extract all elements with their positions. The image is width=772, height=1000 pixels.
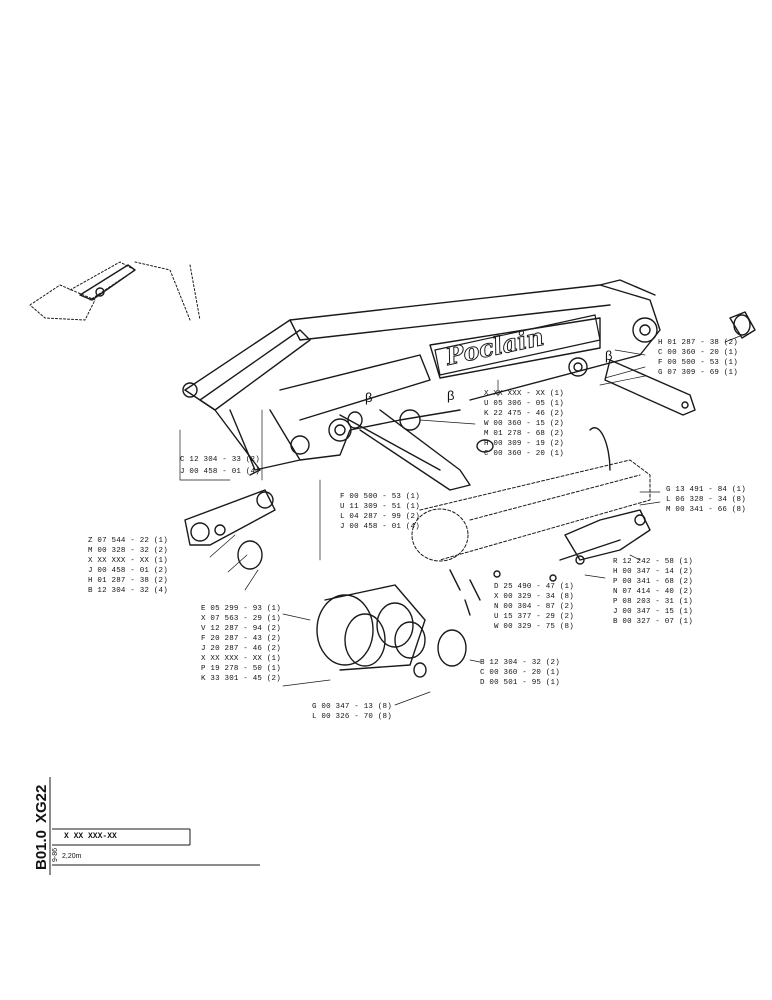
part-number-label: J 00 458 - 01 (4) — [180, 468, 260, 476]
part-number-label: L 06 328 - 34 (8) — [666, 496, 746, 504]
part-number-label: U 05 306 - 05 (1) — [484, 400, 564, 408]
part-number-label: X XX XXX - XX (1) — [88, 557, 168, 565]
part-number-label: J 00 458 - 01 (2) — [88, 567, 168, 575]
part-number-label: W 00 360 - 15 (2) — [484, 420, 564, 428]
leader-lines — [179, 335, 741, 706]
part-number-label: M 01 278 - 68 (2) — [484, 430, 564, 438]
link-rod — [184, 489, 276, 570]
part-number-label: M 00 341 - 66 (8) — [666, 506, 746, 514]
part-number-label: D 00 501 - 95 (1) — [480, 679, 560, 687]
center-hardware — [347, 409, 494, 453]
bucket-linkage — [316, 584, 467, 678]
part-number-label: J 00 347 - 15 (1) — [613, 608, 693, 616]
part-number-label: K 22 475 - 46 (2) — [484, 410, 564, 418]
part-number-label: P 00 341 - 68 (2) — [613, 578, 693, 586]
part-number-label: H 01 287 - 38 (2) — [658, 339, 738, 347]
part-number-label: P 08 203 - 31 (1) — [613, 598, 693, 606]
part-number-label: N 00 304 - 87 (2) — [494, 603, 574, 611]
beta-marker: β — [365, 390, 373, 405]
sheet-date: 9-86 — [52, 847, 59, 862]
boom-assembly — [182, 279, 661, 476]
beta-marker: β — [447, 388, 455, 403]
part-number-label: G 07 309 - 69 (1) — [658, 369, 738, 377]
part-number-label: W 00 329 - 75 (8) — [494, 623, 574, 631]
part-number-label: X XX XXX - XX (1) — [201, 655, 281, 663]
beta-marker: β — [605, 348, 613, 363]
sheet-model: XG22 — [33, 784, 50, 823]
part-number-label: D 25 490 - 47 (1) — [494, 583, 574, 591]
dipper-arm — [339, 409, 471, 491]
part-number-label: U 15 377 - 29 (2) — [494, 613, 574, 621]
machine-thumbnail-arm — [79, 264, 136, 301]
sheet-version: 2,20m — [62, 853, 82, 860]
part-number-label: U 11 309 - 51 (1) — [340, 503, 420, 511]
part-number-label: V 12 287 - 94 (2) — [201, 625, 281, 633]
part-number-label: F 00 500 - 53 (1) — [340, 493, 420, 501]
part-number-label: N 07 414 - 40 (2) — [613, 588, 693, 596]
part-number-label: X XX XXX - XX (1) — [484, 390, 564, 398]
part-number-label: X 07 563 - 29 (1) — [201, 615, 281, 623]
part-number-label: E 05 299 - 93 (1) — [201, 605, 281, 613]
part-number-label: J 20 287 - 46 (2) — [201, 645, 281, 653]
part-number-label: J 00 458 - 01 (4) — [340, 523, 420, 531]
sheet-section: B01.0 — [33, 829, 50, 870]
part-number-label: C 12 304 - 33 (2) — [180, 456, 260, 464]
pin-assembly — [568, 311, 756, 416]
part-number-label: C 00 360 - 20 (1) — [480, 669, 560, 677]
part-number-label: M 00 328 - 32 (2) — [88, 547, 168, 555]
part-number-label: H 01 287 - 38 (2) — [88, 577, 168, 585]
part-number-label: B 12 304 - 32 (2) — [480, 659, 560, 667]
part-number-label: C 00 360 - 20 (1) — [484, 450, 564, 458]
part-number-label: L 04 287 - 99 (2) — [340, 513, 420, 521]
machine-thumbnail — [29, 261, 201, 321]
bolt-group — [449, 569, 557, 616]
part-number-label: H 00 347 - 14 (2) — [613, 568, 693, 576]
title-block — [49, 777, 260, 875]
part-number-label: F 00 500 - 53 (1) — [658, 359, 738, 367]
part-number-label: C 00 360 - 20 (1) — [658, 349, 738, 357]
part-number-label: H 00 309 - 19 (2) — [484, 440, 564, 448]
brand-plate: Poclain — [434, 314, 601, 376]
part-number-label: B 12 304 - 32 (4) — [88, 587, 168, 595]
part-number-label: K 33 301 - 45 (2) — [201, 675, 281, 683]
part-number-label: Z 07 544 - 22 (1) — [88, 537, 168, 545]
part-number-label: R 12 242 - 58 (1) — [613, 558, 693, 566]
part-number-label: F 20 287 - 43 (2) — [201, 635, 281, 643]
part-number-label: G 13 491 - 84 (1) — [666, 486, 746, 494]
part-number-label: P 19 278 - 50 (1) — [201, 665, 281, 673]
part-number-label: B 00 327 - 07 (1) — [613, 618, 693, 626]
bracket-assembly — [559, 427, 651, 565]
part-number-label: X 00 329 - 34 (8) — [494, 593, 574, 601]
sheet-ref: X XX XXX-XX — [64, 832, 117, 841]
hydraulic-cylinder — [411, 459, 651, 562]
part-number-label: G 00 347 - 13 (8) — [312, 703, 392, 711]
part-number-label: L 00 326 - 70 (8) — [312, 713, 392, 721]
